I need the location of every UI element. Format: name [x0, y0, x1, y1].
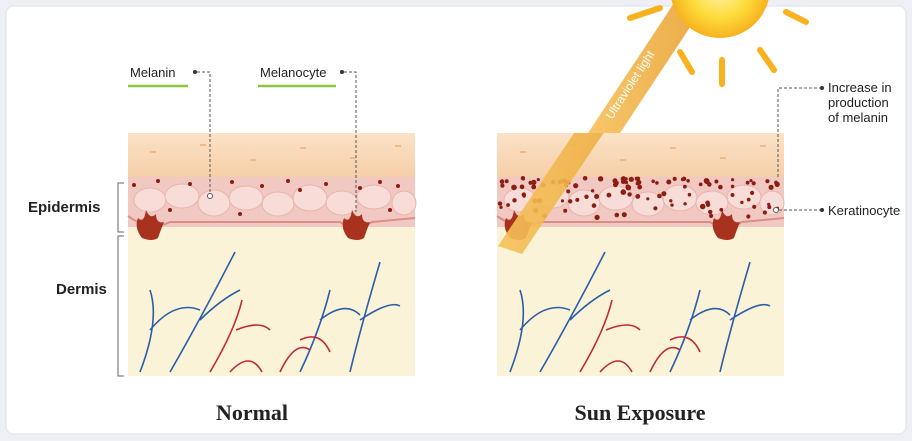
melanin-granule — [629, 177, 634, 182]
melanin-granule — [740, 201, 743, 204]
melanocyte-label: Melanocyte — [260, 65, 326, 80]
melanin-granule — [512, 198, 516, 202]
melanin-granule — [498, 201, 502, 205]
melanin-granule — [575, 198, 579, 202]
melanin-granule — [566, 189, 570, 193]
melanin-granule — [752, 205, 756, 209]
melanin-granule — [670, 203, 673, 206]
melanin-granule — [595, 215, 600, 220]
melanin-granule — [673, 177, 677, 181]
keratinocyte-target-dot — [774, 208, 779, 213]
melanin-granule — [719, 208, 723, 212]
melanin-granule — [583, 176, 588, 181]
melanin-granule — [506, 203, 510, 207]
melanin-granule — [718, 185, 723, 190]
increase-label-line2: production — [828, 95, 889, 110]
melanin-granule — [635, 194, 640, 199]
melanin-granule — [752, 181, 756, 185]
melanin-granule — [708, 210, 712, 214]
caption-sun-exposure: Sun Exposure — [574, 400, 705, 425]
melanin-granule — [731, 185, 735, 189]
melanin-granule — [749, 179, 752, 182]
melanin-granule — [522, 194, 526, 198]
melanin-granule — [615, 213, 620, 218]
melanin-granule — [747, 198, 751, 202]
normal-dermis — [128, 227, 415, 376]
melanin-granule — [626, 185, 631, 190]
melanin-granule — [767, 205, 771, 209]
melanin-granule — [607, 193, 612, 198]
melanin-granule — [621, 180, 625, 184]
melanin-granule — [511, 185, 517, 191]
melanin-granule — [521, 177, 525, 181]
normal-stratum-corneum — [128, 133, 415, 177]
melanin-granule — [699, 183, 703, 187]
melanin-granule — [505, 179, 509, 183]
melanin-granule — [635, 177, 639, 181]
melanin-granule — [669, 199, 672, 202]
normal-skin — [128, 133, 416, 376]
melanin-granule — [731, 178, 734, 181]
melanin-granule — [704, 179, 709, 184]
melanin-label: Melanin — [130, 65, 176, 80]
melanin-granule — [568, 199, 572, 203]
melanin-granule — [763, 210, 767, 214]
melanin-granule — [573, 183, 578, 188]
melanin-granule — [500, 184, 504, 188]
sun-stratum-corneum — [497, 133, 784, 177]
melanin-granule — [614, 181, 619, 186]
melanin-granule — [622, 212, 627, 217]
increase-label-line3: of melanin — [828, 110, 888, 125]
melanin-granule — [683, 185, 687, 189]
melanin-granule — [731, 193, 735, 197]
melanin-granule — [584, 195, 588, 199]
melanin-granule — [591, 189, 594, 192]
sun-dermis — [497, 227, 784, 376]
melanin-granule — [561, 199, 564, 202]
melanin-granule — [700, 204, 706, 210]
melanin-granule — [627, 192, 631, 196]
melanin-granule — [651, 180, 655, 184]
melanin-granule — [531, 185, 536, 190]
melanin-granule — [681, 178, 685, 182]
melanin-granule — [657, 194, 662, 199]
melanin-granule — [769, 185, 774, 190]
caption-normal: Normal — [216, 400, 288, 425]
melanin-granule — [563, 209, 567, 213]
melanin-granule — [746, 181, 750, 185]
keratinocyte-label: Keratinocyte — [828, 203, 900, 218]
melanin-granule — [709, 214, 713, 218]
melanin-granule — [683, 202, 686, 205]
melanin-granule — [637, 185, 642, 190]
melanin-granule — [621, 189, 627, 195]
melanin-granule — [653, 206, 657, 210]
epidermis-label: Epidermis — [28, 199, 101, 216]
melanin-granule — [661, 191, 666, 196]
melanin-granule — [666, 180, 671, 185]
melanin-granule — [598, 176, 603, 181]
melanin-granule — [765, 179, 769, 183]
melanin-granule — [775, 182, 780, 187]
melanin-granule — [520, 185, 524, 189]
melanin-granule — [655, 181, 659, 185]
melanin-granule — [750, 191, 754, 195]
melanin-granule — [646, 197, 649, 200]
melanin-granule — [500, 179, 505, 184]
melanin-granule — [746, 214, 750, 218]
increase-label-line1: Increase in — [828, 80, 892, 95]
melanin-granule — [706, 203, 710, 207]
melanin-granule — [499, 206, 502, 209]
melanin-granule — [594, 194, 599, 199]
dermis-label: Dermis — [56, 281, 107, 298]
melanin-granule — [592, 203, 597, 208]
melanin-target-dot — [208, 194, 213, 199]
melanin-granule — [528, 181, 532, 185]
melanin-granule — [686, 179, 690, 183]
melanin-granule — [688, 193, 692, 197]
melanin-granule — [537, 178, 540, 181]
melanin-granule — [714, 180, 718, 184]
